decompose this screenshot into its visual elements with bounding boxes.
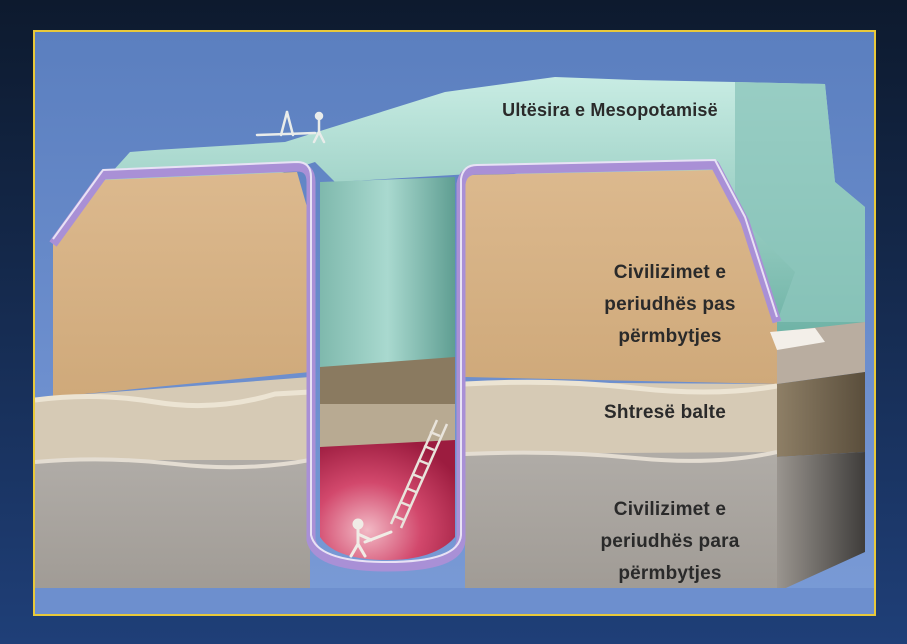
pre-flood-layer [35,460,310,592]
surface-label: Ultësira e Mesopotamisë [430,94,790,126]
pre-flood-label-line-2: periudhës para [535,526,805,558]
post-flood-label-line-3: përmbytjes [535,321,805,353]
pit-bottom [320,440,455,560]
excavation-shaft [320,177,455,377]
post-flood-layer-left [53,172,310,397]
pre-flood-label: Civilizimet e periudhës para përmbytjes [535,494,805,590]
post-flood-label-line-2: periudhës pas [535,289,805,321]
post-flood-label: Civilizimet e periudhës pas përmbytjes [535,257,805,353]
post-flood-label-line-1: Civilizimet e [535,257,805,289]
clay-layer-label: Shtresë balte [535,397,795,429]
pre-flood-label-line-1: Civilizimet e [535,494,805,526]
diagram-frame: Ultësira e Mesopotamisë Civilizimet e pe… [33,30,876,616]
pre-flood-label-line-3: përmbytjes [535,558,805,590]
